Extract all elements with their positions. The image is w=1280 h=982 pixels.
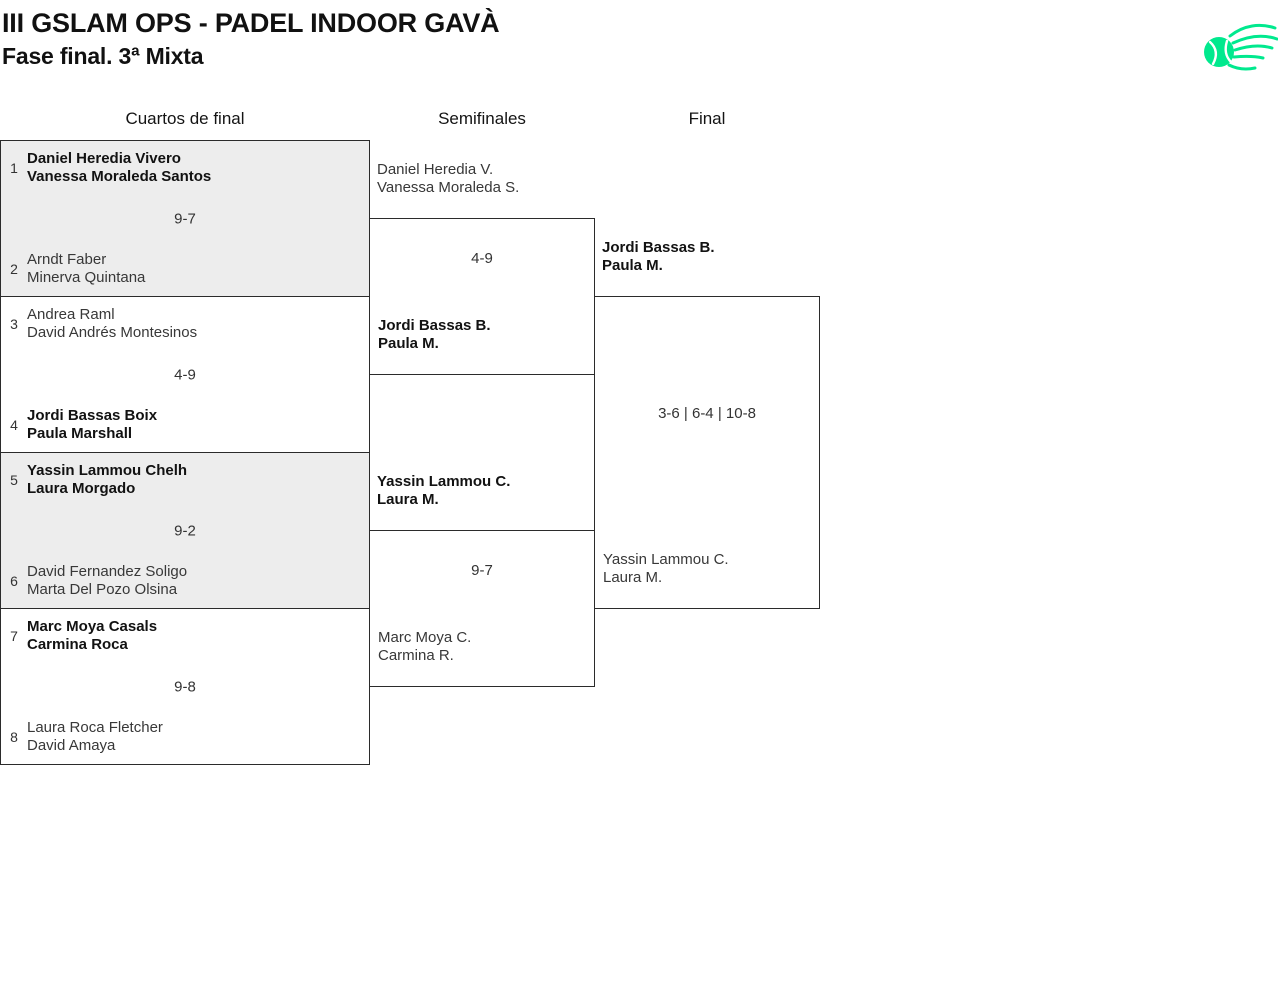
match-score: 4-9	[174, 366, 196, 383]
match-score: 4-9	[471, 249, 493, 267]
team-names: David Fernandez Soligo Marta Del Pozo Ol…	[27, 563, 187, 599]
player-1-name: Jordi Bassas B.	[602, 239, 715, 256]
team-names: Yassin Lammou C. Laura M.	[603, 551, 729, 587]
seed-number: 7	[10, 628, 18, 644]
seed-number: 1	[10, 160, 18, 176]
round-header-cuartos: Cuartos de final	[125, 109, 245, 128]
player-1-name: Marc Moya C.	[378, 629, 472, 646]
player-2-name: Minerva Quintana	[27, 269, 146, 286]
quarterfinal-match-3: 5 Yassin Lammou Chelh Laura Morgado 9-2 …	[0, 452, 370, 609]
semifinal-1-top-team: Daniel Heredia V. Vanessa Moraleda S.	[369, 140, 595, 218]
team-names: Jordi Bassas B. Paula M.	[378, 317, 491, 353]
team-names: Arndt Faber Minerva Quintana	[27, 251, 145, 287]
semifinal-2-top-team: Yassin Lammou C. Laura M.	[369, 452, 595, 530]
quarterfinal-match-1: 1 Daniel Heredia Vivero Vanessa Moraleda…	[0, 140, 370, 297]
final-top-team: Jordi Bassas B. Paula M.	[594, 218, 820, 296]
semifinal-match-1: 4-9 Jordi Bassas B. Paula M.	[369, 218, 595, 375]
player-1-name: Yassin Lammou Chelh	[27, 462, 188, 479]
player-2-name: Carmina Roca	[27, 636, 128, 653]
team-names: Marc Moya Casals Carmina Roca	[27, 618, 157, 654]
quarterfinal-match-4: 7 Marc Moya Casals Carmina Roca 9-8 8 La…	[0, 608, 370, 765]
seed-number: 5	[10, 472, 18, 488]
player-2-name: Marta Del Pozo Olsina	[27, 581, 178, 598]
team-entry-seed-1: 1 Daniel Heredia Vivero Vanessa Moraleda…	[1, 150, 369, 186]
team-entry-seed-3: 3 Andrea Raml David Andrés Montesinos	[1, 306, 369, 342]
player-2-name: David Amaya	[27, 737, 116, 754]
player-1-name: Daniel Heredia Vivero	[27, 150, 181, 167]
player-1-name: Daniel Heredia V.	[377, 161, 494, 178]
player-1-name: Laura Roca Fletcher	[27, 719, 163, 736]
round-header-final: Final	[688, 109, 726, 128]
team-names: Jordi Bassas B. Paula M.	[602, 239, 715, 275]
team-names: Marc Moya C. Carmina R.	[378, 629, 471, 665]
semifinal-1-bottom-team: Jordi Bassas B. Paula M.	[370, 296, 594, 374]
team-entry-seed-5: 5 Yassin Lammou Chelh Laura Morgado	[1, 462, 369, 498]
seed-number: 4	[10, 417, 18, 433]
ball-swoosh-icon	[1204, 23, 1279, 71]
team-names: Daniel Heredia V. Vanessa Moraleda S.	[377, 161, 519, 197]
team-names: Jordi Bassas Boix Paula Marshall	[27, 407, 157, 443]
player-1-name: Yassin Lammou C.	[377, 473, 511, 490]
semifinal-2-bottom-team: Marc Moya C. Carmina R.	[370, 608, 594, 686]
seed-number: 6	[10, 573, 18, 589]
player-2-name: Paula M.	[602, 257, 663, 274]
page-subtitle: Fase final. 3ª Mixta	[2, 43, 204, 69]
team-entry-seed-6: 6 David Fernandez Soligo Marta Del Pozo …	[1, 563, 369, 599]
player-1-name: Jordi Bassas B.	[378, 317, 491, 334]
team-names: Laura Roca Fletcher David Amaya	[27, 719, 163, 755]
team-entry-seed-2: 2 Arndt Faber Minerva Quintana	[1, 251, 369, 287]
player-2-name: David Andrés Montesinos	[27, 324, 198, 341]
seed-number: 3	[10, 316, 18, 332]
match-score: 9-7	[174, 210, 196, 227]
quarterfinal-match-2: 3 Andrea Raml David Andrés Montesinos 4-…	[0, 296, 370, 453]
team-entry-seed-4: 4 Jordi Bassas Boix Paula Marshall	[1, 407, 369, 443]
team-entry-seed-7: 7 Marc Moya Casals Carmina Roca	[1, 618, 369, 654]
player-2-name: Vanessa Moraleda Santos	[27, 168, 212, 185]
match-score: 9-7	[471, 561, 493, 579]
seed-number: 2	[10, 261, 18, 277]
match-score: 9-2	[174, 522, 196, 539]
team-names: Daniel Heredia Vivero Vanessa Moraleda S…	[27, 150, 211, 186]
player-2-name: Laura Morgado	[27, 480, 136, 497]
semifinal-match-2: 9-7 Marc Moya C. Carmina R.	[369, 530, 595, 687]
final-bottom-team: Yassin Lammou C. Laura M.	[595, 530, 819, 608]
player-2-name: Paula M.	[378, 335, 439, 352]
player-1-name: Jordi Bassas Boix	[27, 407, 158, 424]
team-names: Andrea Raml David Andrés Montesinos	[27, 306, 197, 342]
player-2-name: Carmina R.	[378, 647, 454, 664]
ball-swoosh-logo	[1200, 12, 1279, 72]
player-2-name: Vanessa Moraleda S.	[377, 179, 520, 196]
team-names: Yassin Lammou C. Laura M.	[377, 473, 510, 509]
final-match: 3-6 | 6-4 | 10-8 Yassin Lammou C. Laura …	[594, 296, 820, 609]
match-score: 3-6 | 6-4 | 10-8	[658, 404, 756, 422]
player-1-name: David Fernandez Soligo	[27, 563, 188, 580]
player-1-name: Marc Moya Casals	[27, 618, 158, 635]
match-score: 9-8	[174, 678, 196, 695]
player-2-name: Paula Marshall	[27, 425, 133, 442]
page-title: III GSLAM OPS - PADEL INDOOR GAVÀ	[2, 8, 500, 38]
player-1-name: Yassin Lammou C.	[603, 551, 729, 568]
player-2-name: Laura M.	[377, 491, 439, 508]
seed-number: 8	[10, 729, 18, 745]
player-1-name: Andrea Raml	[27, 306, 115, 323]
player-1-name: Arndt Faber	[27, 251, 107, 268]
team-entry-seed-8: 8 Laura Roca Fletcher David Amaya	[1, 719, 369, 755]
team-names: Yassin Lammou Chelh Laura Morgado	[27, 462, 187, 498]
player-2-name: Laura M.	[603, 569, 663, 586]
round-header-semifinales: Semifinales	[438, 109, 526, 128]
